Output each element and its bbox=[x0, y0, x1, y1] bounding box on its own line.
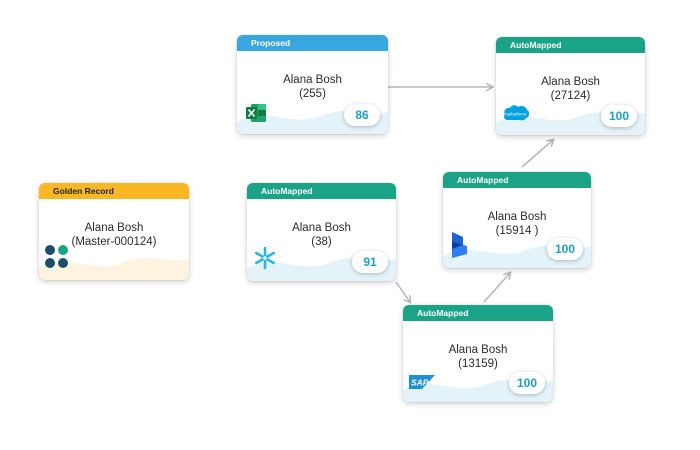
card-golden-record[interactable]: Golden Record Alana Bosh (Master-000124) bbox=[39, 183, 189, 280]
card-header: Proposed bbox=[237, 35, 388, 51]
card-header: AutoMapped bbox=[403, 305, 553, 321]
record-name: Alana Bosh bbox=[292, 222, 351, 234]
card-salesforce[interactable]: AutoMapped Alana Bosh (27124) salesforce… bbox=[496, 37, 645, 135]
arrow-sap-to-dynamics bbox=[483, 273, 510, 303]
card-header: AutoMapped bbox=[496, 37, 645, 53]
salesforce-icon: salesforce bbox=[502, 104, 530, 127]
arrow-dynamics-to-salesforce bbox=[521, 140, 553, 168]
record-name: Alana Bosh bbox=[541, 76, 600, 88]
sap-logo-text: SAP bbox=[411, 378, 429, 388]
card-proposed[interactable]: Proposed Alana Bosh (255) 86 bbox=[237, 35, 388, 134]
record-name: Alana Bosh bbox=[487, 211, 547, 223]
record-id: (Master-000124) bbox=[71, 236, 157, 248]
card-header: AutoMapped bbox=[247, 183, 396, 199]
salesforce-logo-text: salesforce bbox=[506, 112, 527, 117]
record-id: (13159) bbox=[458, 358, 498, 370]
match-score-badge: 100 bbox=[509, 372, 545, 394]
match-score-badge: 91 bbox=[352, 251, 388, 273]
match-score-badge: 100 bbox=[547, 238, 583, 260]
record-name: Alana Bosh bbox=[283, 74, 342, 86]
match-score-badge: 86 bbox=[344, 104, 380, 126]
snowflake-icon bbox=[253, 246, 277, 275]
wave-decoration bbox=[39, 257, 189, 280]
card-header: AutoMapped bbox=[443, 172, 591, 188]
record-name: Alana Bosh bbox=[448, 344, 508, 356]
match-score-badge: 100 bbox=[601, 105, 637, 127]
card-snowflake[interactable]: AutoMapped Alana Bosh (38) 91 bbox=[247, 183, 396, 281]
arrow-snowflake-to-sap bbox=[395, 281, 410, 302]
record-id: (255) bbox=[299, 88, 326, 100]
sap-icon: SAP bbox=[409, 375, 435, 394]
card-sap[interactable]: AutoMapped Alana Bosh (13159) SAP 100 bbox=[403, 305, 553, 402]
record-id: (15914 ) bbox=[495, 225, 539, 237]
record-name: Alana Bosh bbox=[84, 222, 144, 234]
dynamics-icon bbox=[449, 231, 471, 264]
excel-icon bbox=[245, 103, 267, 128]
record-id: (38) bbox=[311, 236, 332, 248]
card-header: Golden Record bbox=[39, 183, 189, 199]
card-dynamics[interactable]: AutoMapped Alana Bosh (15914 ) 100 bbox=[443, 172, 591, 268]
dots-logo-icon bbox=[43, 243, 71, 276]
record-id: (27124) bbox=[550, 90, 591, 102]
